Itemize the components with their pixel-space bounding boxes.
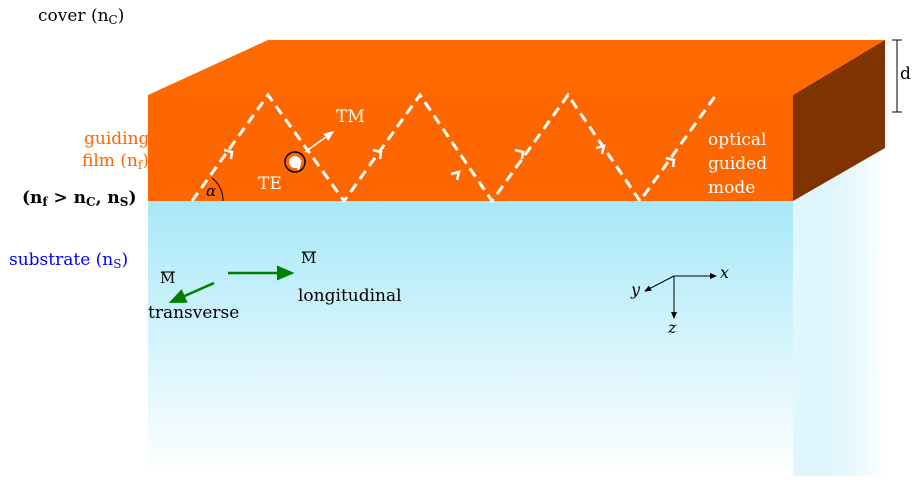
guiding-film-label-line1: guiding (84, 129, 150, 149)
film-top-face (148, 40, 885, 95)
z-axis-label: z (668, 318, 677, 337)
optical-label: optical (708, 130, 767, 150)
ray-chevron (595, 144, 606, 155)
thickness-label: d (900, 64, 911, 84)
transverse-m-arrow (168, 281, 215, 304)
te-mode-dot (289, 156, 301, 168)
index-condition-label: (nf > nC, nS) (22, 188, 137, 209)
angle-arc (211, 177, 224, 202)
tm-mode-arrow (304, 131, 335, 153)
y-axis-label: y (631, 280, 641, 299)
transverse-label: transverse (148, 303, 240, 323)
x-axis-label: x (720, 263, 730, 282)
film-side-face (793, 40, 885, 201)
guided-label: guided (708, 154, 768, 174)
substrate-side (793, 148, 885, 476)
m-longitudinal-label: M (301, 249, 317, 267)
film-front-face (148, 95, 793, 201)
ray-chevron (223, 148, 234, 160)
y-axis-arrow (644, 275, 675, 292)
substrate-front (148, 201, 793, 476)
longitudinal-label: longitudinal (298, 286, 402, 306)
ray-chevron (665, 156, 676, 168)
angle-label: α (206, 182, 217, 200)
mode-label: mode (708, 178, 756, 198)
ray-chevron (450, 170, 461, 181)
ray-chevron (372, 148, 383, 160)
te-mode-ring (284, 151, 306, 173)
cover-label: cover (nC) (38, 6, 125, 27)
zigzag-ray (190, 92, 718, 204)
ray-chevron (514, 148, 525, 160)
tm-label: TM (336, 107, 365, 127)
guiding-film-label-line2: film (nf) (82, 151, 149, 172)
te-label: TE (258, 174, 282, 194)
m-transverse-label: M (160, 269, 176, 287)
substrate-label: substrate (nS) (9, 250, 129, 271)
